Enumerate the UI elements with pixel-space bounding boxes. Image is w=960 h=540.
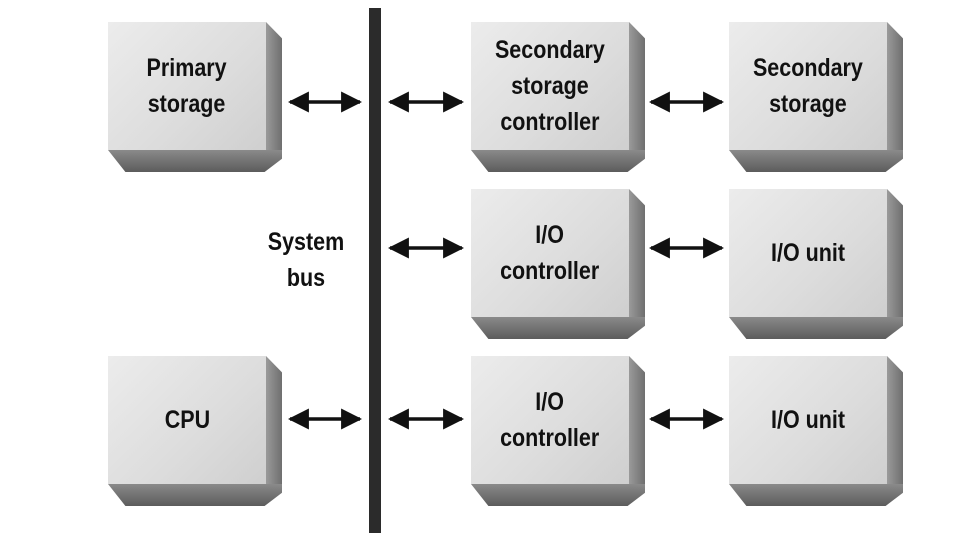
io-controller-block-1: I/O controller	[471, 189, 645, 339]
secondary-storage-controller-block: Secondary storage controller	[471, 22, 645, 172]
cpu-label: CPU	[164, 406, 210, 434]
secondary-storage-controller-label: Secondary storage controller	[495, 36, 605, 136]
secondary-storage-block: Secondary storage	[729, 22, 903, 172]
system-bus-label: System bus	[267, 228, 345, 292]
secondary-storage-label: Secondary storage	[753, 54, 863, 118]
io-controller-label-2: I/O controller	[500, 388, 600, 452]
io-controller-block-2: I/O controller	[471, 356, 645, 506]
io-unit-block-1: I/O unit	[729, 189, 903, 339]
system-bus-line	[369, 8, 381, 533]
io-unit-block-2: I/O unit	[729, 356, 903, 506]
io-unit-label-1: I/O unit	[770, 239, 846, 267]
cpu-block: CPU	[108, 356, 282, 506]
primary-storage-label: Primary storage	[146, 54, 228, 118]
primary-storage-block: Primary storage	[108, 22, 282, 172]
io-controller-label-1: I/O controller	[500, 221, 600, 285]
io-unit-label-2: I/O unit	[770, 406, 846, 434]
